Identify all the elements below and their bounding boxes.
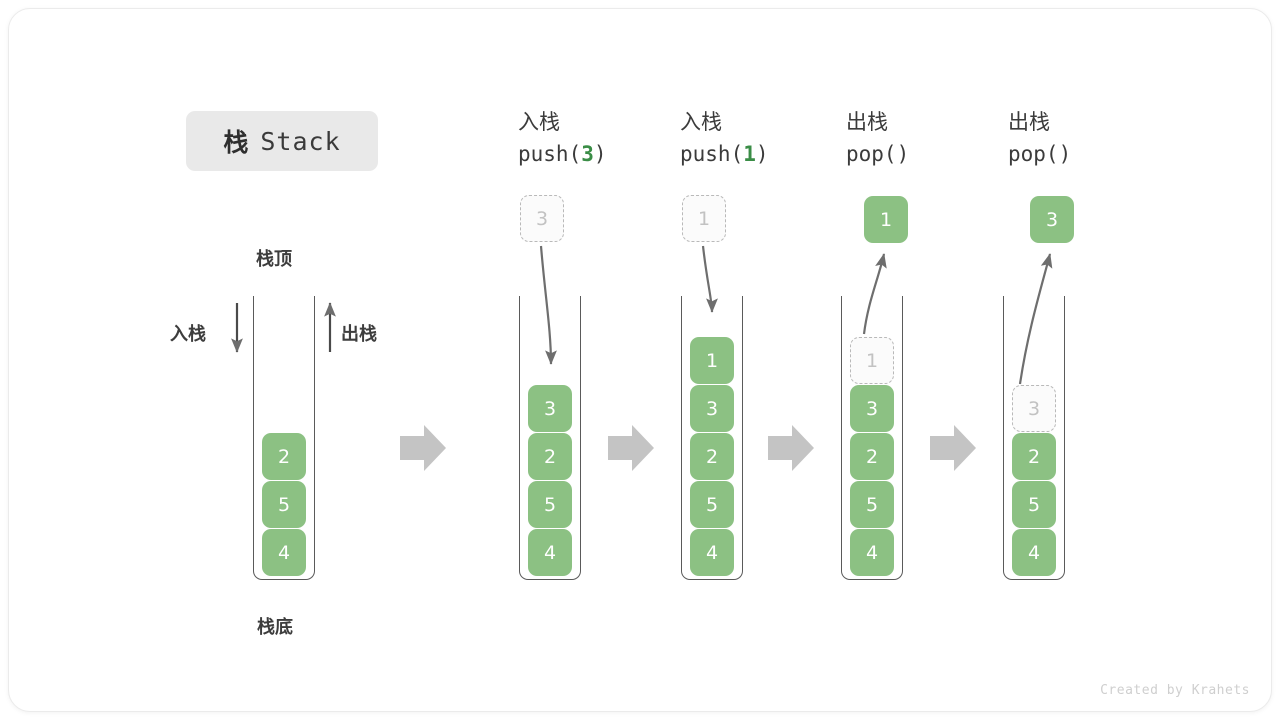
outgoing-box-pop-1: 1 — [864, 196, 908, 243]
stack-element: 5 — [850, 481, 894, 528]
stack-element: 4 — [1012, 529, 1056, 576]
stack-after-pop-1: 4 5 2 3 1 — [841, 296, 903, 580]
stack-ghost-slot: 3 — [1012, 385, 1056, 432]
op-caption-push-3: 入栈 push(3) — [518, 107, 607, 171]
title-cn: 栈 — [223, 128, 250, 157]
stack-element: 4 — [528, 529, 572, 576]
op-label-cn: 出栈 — [1008, 110, 1050, 134]
stack-initial: 4 5 2 — [253, 296, 315, 580]
stack-after-push-3: 4 5 2 3 — [519, 296, 581, 580]
credit-text: Created by Krahets — [1100, 683, 1250, 698]
op-code-suffix: ) — [1058, 142, 1072, 166]
stack-slots: 4 5 2 3 1 — [682, 337, 742, 576]
op-code-suffix: ) — [755, 142, 769, 166]
stack-element: 5 — [1012, 481, 1056, 528]
op-code-suffix: ) — [896, 142, 910, 166]
op-label-code: pop() — [1008, 137, 1071, 171]
op-caption-pop-3: 出栈 pop() — [1008, 107, 1071, 171]
op-code-prefix: push( — [518, 142, 582, 166]
op-code-suffix: ) — [593, 142, 607, 166]
stack-element: 2 — [1012, 433, 1056, 480]
stack-after-push-1: 4 5 2 3 1 — [681, 296, 743, 580]
stack-element: 2 — [528, 433, 572, 480]
stack-element: 5 — [528, 481, 572, 528]
stack-slots: 4 5 2 3 1 — [842, 337, 902, 576]
stack-slots: 4 5 2 3 — [520, 385, 580, 576]
op-caption-push-1: 入栈 push(1) — [680, 107, 769, 171]
op-code-prefix: pop( — [1008, 142, 1059, 166]
label-stack-top: 栈顶 — [256, 249, 292, 270]
op-label-code: push(3) — [518, 137, 607, 171]
op-caption-pop-1: 出栈 pop() — [846, 107, 909, 171]
op-code-arg: 1 — [743, 142, 756, 166]
label-pop-side: 出栈 — [341, 324, 377, 345]
op-label-code: push(1) — [680, 137, 769, 171]
stack-ghost-slot: 1 — [850, 337, 894, 384]
stack-slots: 4 5 2 3 — [1004, 385, 1064, 576]
stack-element: 5 — [262, 481, 306, 528]
op-code-arg: 3 — [581, 142, 594, 166]
stack-element: 3 — [690, 385, 734, 432]
stack-element: 3 — [528, 385, 572, 432]
title-en: Stack — [260, 126, 341, 156]
op-label-cn: 入栈 — [680, 110, 722, 134]
stack-element: 3 — [850, 385, 894, 432]
stack-element: 1 — [690, 337, 734, 384]
label-push-side: 入栈 — [170, 324, 206, 345]
op-label-code: pop() — [846, 137, 909, 171]
op-label-cn: 入栈 — [518, 110, 560, 134]
incoming-box-push-1: 1 — [682, 195, 726, 242]
stack-element: 2 — [690, 433, 734, 480]
title-chip: 栈 Stack — [186, 111, 378, 171]
op-code-prefix: pop( — [846, 142, 897, 166]
stack-element: 5 — [690, 481, 734, 528]
incoming-box-push-3: 3 — [520, 195, 564, 242]
op-label-cn: 出栈 — [846, 110, 888, 134]
stack-after-pop-3: 4 5 2 3 — [1003, 296, 1065, 580]
stack-element: 2 — [850, 433, 894, 480]
stack-element: 4 — [262, 529, 306, 576]
outgoing-box-pop-3: 3 — [1030, 196, 1074, 243]
stack-element: 4 — [850, 529, 894, 576]
op-code-prefix: push( — [680, 142, 744, 166]
stack-slots: 4 5 2 — [254, 433, 314, 576]
label-stack-bottom: 栈底 — [257, 617, 293, 638]
stack-element: 4 — [690, 529, 734, 576]
stack-element: 2 — [262, 433, 306, 480]
